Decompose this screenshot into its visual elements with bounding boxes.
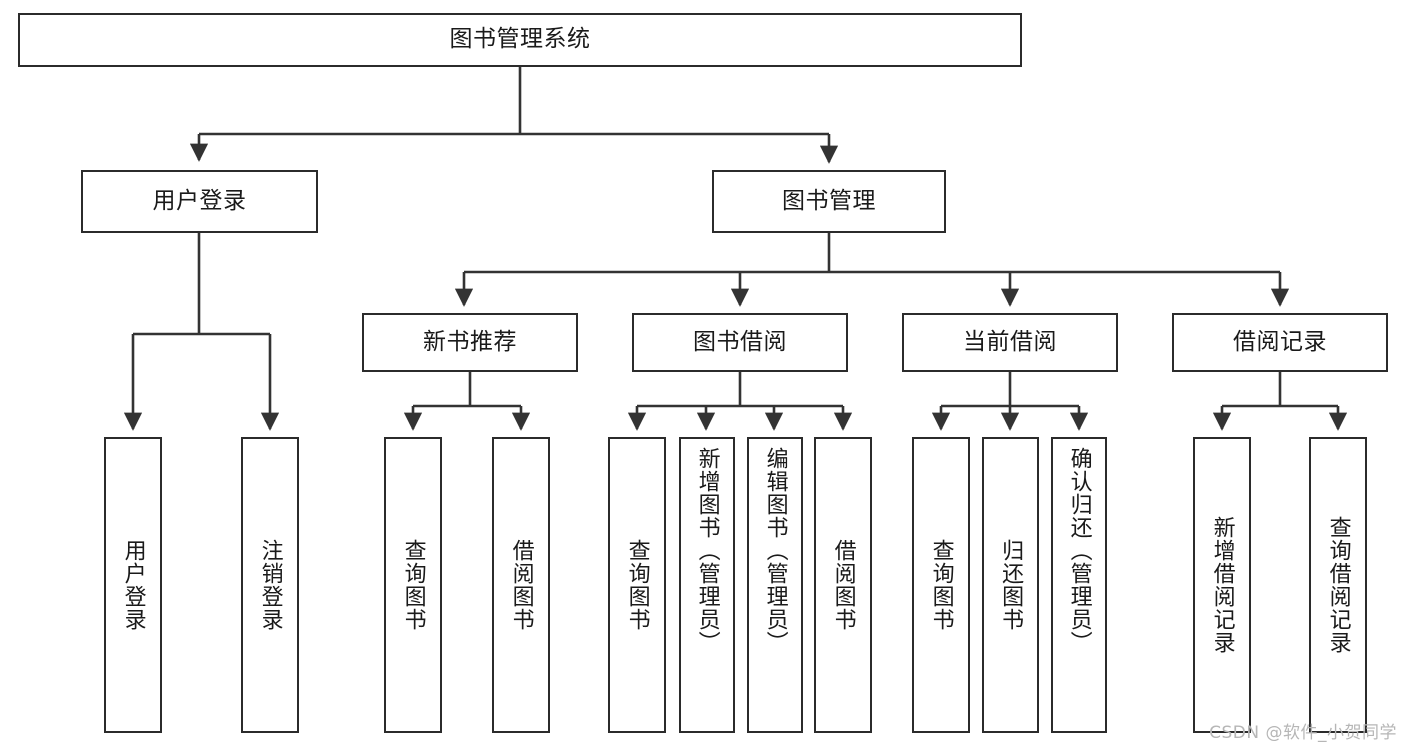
node-leaf-confirm-return[interactable]: 确认归还（管理员） [1051, 437, 1107, 733]
node-leaf-query-book-1[interactable]: 查询图书 [384, 437, 442, 733]
node-leaf-query-book-3[interactable]: 查询图书 [912, 437, 970, 733]
node-leaf-query-book-1-label: 查询图书 [400, 539, 426, 631]
node-leaf-add-book[interactable]: 新增图书（管理员） [679, 437, 735, 733]
node-book-management-label: 图书管理 [782, 187, 876, 214]
node-leaf-borrow-book-1-label: 借阅图书 [508, 539, 534, 631]
node-leaf-logout-login-label: 注销登录 [257, 539, 283, 631]
node-book-borrow[interactable]: 图书借阅 [632, 313, 848, 372]
node-leaf-return-book-label: 归还图书 [998, 539, 1024, 631]
node-leaf-user-login[interactable]: 用户登录 [104, 437, 162, 733]
node-leaf-borrow-book-1[interactable]: 借阅图书 [492, 437, 550, 733]
csdn-watermark: CSDN @软件_小贺同学 [1209, 723, 1397, 743]
node-leaf-query-book-2-label: 查询图书 [624, 539, 650, 631]
node-leaf-query-record[interactable]: 查询借阅记录 [1309, 437, 1367, 733]
node-root[interactable]: 图书管理系统 [18, 13, 1022, 67]
node-borrow-record-label: 借阅记录 [1233, 328, 1327, 355]
node-leaf-edit-book-label: 编辑图书（管理员） [762, 447, 788, 654]
node-user-login[interactable]: 用户登录 [81, 170, 318, 233]
node-book-borrow-label: 图书借阅 [693, 328, 787, 355]
node-current-borrow-label: 当前借阅 [963, 328, 1057, 355]
node-new-book-recommend[interactable]: 新书推荐 [362, 313, 578, 372]
node-leaf-logout-login[interactable]: 注销登录 [241, 437, 299, 733]
node-leaf-query-record-label: 查询借阅记录 [1325, 516, 1351, 654]
node-leaf-borrow-book-2[interactable]: 借阅图书 [814, 437, 872, 733]
node-user-login-label: 用户登录 [152, 187, 247, 214]
node-root-label: 图书管理系统 [449, 26, 591, 53]
node-leaf-user-login-label: 用户登录 [120, 539, 146, 631]
node-leaf-query-book-3-label: 查询图书 [928, 539, 954, 631]
node-leaf-borrow-book-2-label: 借阅图书 [830, 539, 856, 631]
node-leaf-return-book[interactable]: 归还图书 [982, 437, 1039, 733]
node-current-borrow[interactable]: 当前借阅 [902, 313, 1118, 372]
node-leaf-add-record-label: 新增借阅记录 [1209, 516, 1235, 654]
node-leaf-add-record[interactable]: 新增借阅记录 [1193, 437, 1251, 733]
node-leaf-edit-book[interactable]: 编辑图书（管理员） [747, 437, 803, 733]
node-book-management[interactable]: 图书管理 [712, 170, 946, 233]
node-leaf-confirm-return-label: 确认归还（管理员） [1066, 447, 1092, 654]
node-new-book-recommend-label: 新书推荐 [423, 328, 517, 355]
node-leaf-add-book-label: 新增图书（管理员） [694, 447, 720, 654]
node-leaf-query-book-2[interactable]: 查询图书 [608, 437, 666, 733]
node-borrow-record[interactable]: 借阅记录 [1172, 313, 1388, 372]
